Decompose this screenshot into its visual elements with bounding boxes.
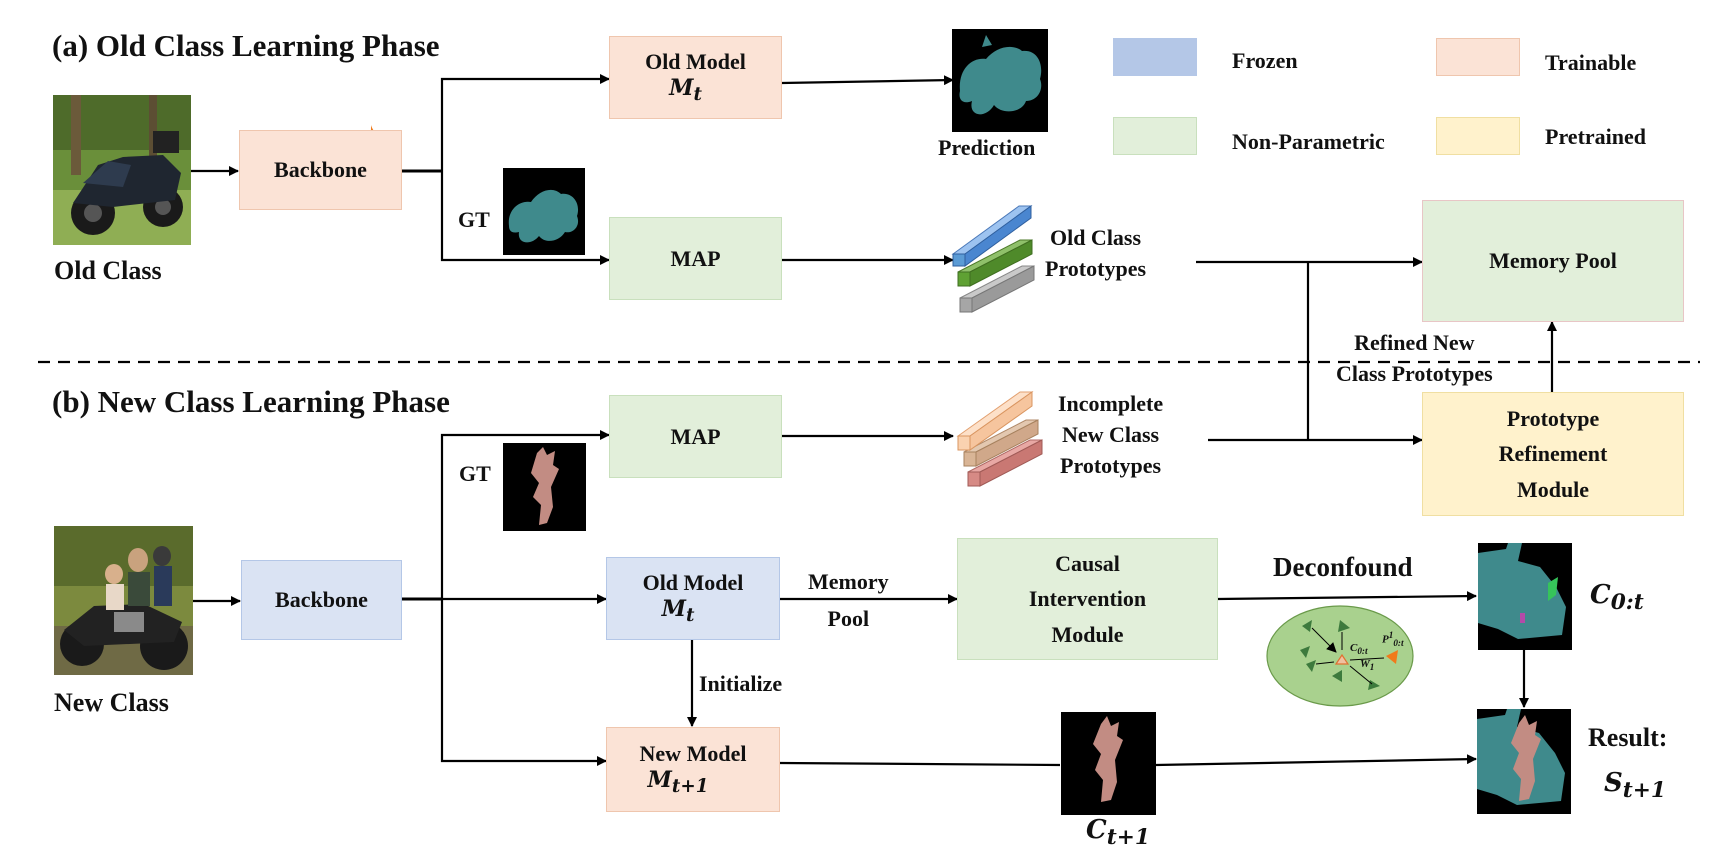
memory-pool-label: Memory Pool — [1489, 248, 1617, 274]
causal-graph — [1266, 605, 1414, 707]
old-gt-label: GT — [458, 207, 490, 232]
new-map-label: MAP — [670, 423, 721, 449]
old-backbone-label: Backbone — [274, 157, 367, 183]
memory-pool-arrow-line1: Memory — [808, 569, 889, 594]
prediction-label: Prediction — [938, 135, 1036, 160]
old-gt-mask-image — [503, 168, 585, 255]
new-class-image — [54, 526, 193, 675]
result-mask-image — [1477, 709, 1571, 814]
old-model-box[interactable]: Old Model Mt — [609, 36, 782, 119]
initialize-label: Initialize — [699, 671, 783, 696]
old-prototypes-label: Old Class Prototypes — [1045, 223, 1146, 285]
legend-trainable-swatch — [1436, 38, 1520, 76]
legend-nonparametric-label: Non-Parametric — [1232, 129, 1385, 154]
old-model-symbol: Mt — [669, 74, 702, 106]
refined-prototypes-line1: Refined New — [1354, 330, 1475, 355]
new-phase-old-model-label: Old Model — [642, 570, 744, 596]
old-prototypes-line1: Old Class — [1049, 225, 1142, 250]
causal-intervention-box[interactable]: Causal Intervention Module — [957, 538, 1218, 660]
causal-graph-w-label: W1 — [1360, 658, 1375, 673]
new-model-label: New Model — [639, 741, 747, 767]
legend-pretrained-label: Pretrained — [1545, 124, 1647, 149]
new-gt-mask-image — [503, 443, 586, 531]
deconfound-label: Deconfound — [1273, 552, 1413, 582]
refined-prototypes-line2: Class Prototypes — [1336, 360, 1493, 386]
old-map-box[interactable]: MAP — [609, 217, 782, 300]
new-phase-title: (b) New Class Learning Phase — [52, 384, 450, 419]
new-class-label: New Class — [54, 688, 169, 717]
legend-pretrained-swatch — [1436, 117, 1520, 155]
legend-frozen-swatch — [1113, 38, 1197, 76]
c0t-symbol: C0:t — [1590, 580, 1644, 616]
cim-line1: Causal — [1055, 551, 1120, 577]
result-label: Result: — [1588, 723, 1668, 752]
new-map-box[interactable]: MAP — [609, 395, 782, 478]
legend-frozen-label: Frozen — [1232, 48, 1298, 73]
cim-line3: Module — [1051, 621, 1124, 647]
ct1-symbol: Ct+1 — [1086, 815, 1150, 851]
old-map-label: MAP — [670, 245, 721, 271]
new-phase-old-model-box[interactable]: Old Model Mt — [606, 557, 780, 640]
incomplete-prototypes-line3: Prototypes — [1060, 452, 1162, 478]
incomplete-prototypes-label: Incomplete New Class Prototypes — [1058, 389, 1163, 481]
legend-nonparametric-swatch — [1113, 117, 1197, 155]
incomplete-prototypes-line1: Incomplete — [1058, 391, 1164, 416]
prediction-mask-image — [952, 29, 1048, 132]
incomplete-prototype-stack — [956, 391, 1043, 487]
result-symbol: St+1 — [1604, 768, 1666, 804]
incomplete-prototypes-line2: New Class — [1061, 421, 1160, 447]
old-phase-title: (a) Old Class Learning Phase — [52, 28, 440, 63]
c0t-mask-image — [1478, 543, 1572, 650]
old-prototypes-line2: Prototypes — [1045, 255, 1147, 281]
memory-pool-box[interactable]: Memory Pool — [1422, 200, 1684, 322]
new-backbone-label: Backbone — [275, 587, 368, 613]
old-class-label: Old Class — [54, 256, 162, 285]
old-backbone-box[interactable]: Backbone — [239, 130, 402, 210]
new-model-box[interactable]: New Model Mt+1 — [606, 727, 780, 812]
old-model-label: Old Model — [645, 49, 746, 75]
causal-graph-p-label: P10:t — [1382, 630, 1404, 648]
new-gt-label: GT — [459, 461, 491, 486]
memory-pool-arrow-label: Memory Pool — [808, 563, 889, 638]
cim-line2: Intervention — [1028, 586, 1147, 612]
prm-line3: Module — [1516, 476, 1590, 502]
causal-graph-c-label: C0:t — [1350, 642, 1368, 657]
prm-line2: Refinement — [1498, 441, 1608, 467]
legend-trainable-label: Trainable — [1545, 50, 1637, 75]
refined-prototypes-label: Refined New Class Prototypes — [1336, 328, 1493, 390]
memory-pool-arrow-line2: Pool — [827, 606, 870, 632]
ct1-mask-image — [1061, 712, 1156, 815]
new-backbone-box[interactable]: Backbone — [241, 560, 402, 640]
new-phase-old-model-symbol: Mt — [661, 595, 695, 627]
prototype-refinement-box[interactable]: Prototype Refinement Module — [1422, 392, 1684, 516]
prm-line1: Prototype — [1506, 406, 1600, 432]
new-model-symbol: Mt+1 — [647, 766, 709, 798]
old-prototype-stack — [951, 205, 1035, 313]
old-class-image — [53, 95, 191, 245]
